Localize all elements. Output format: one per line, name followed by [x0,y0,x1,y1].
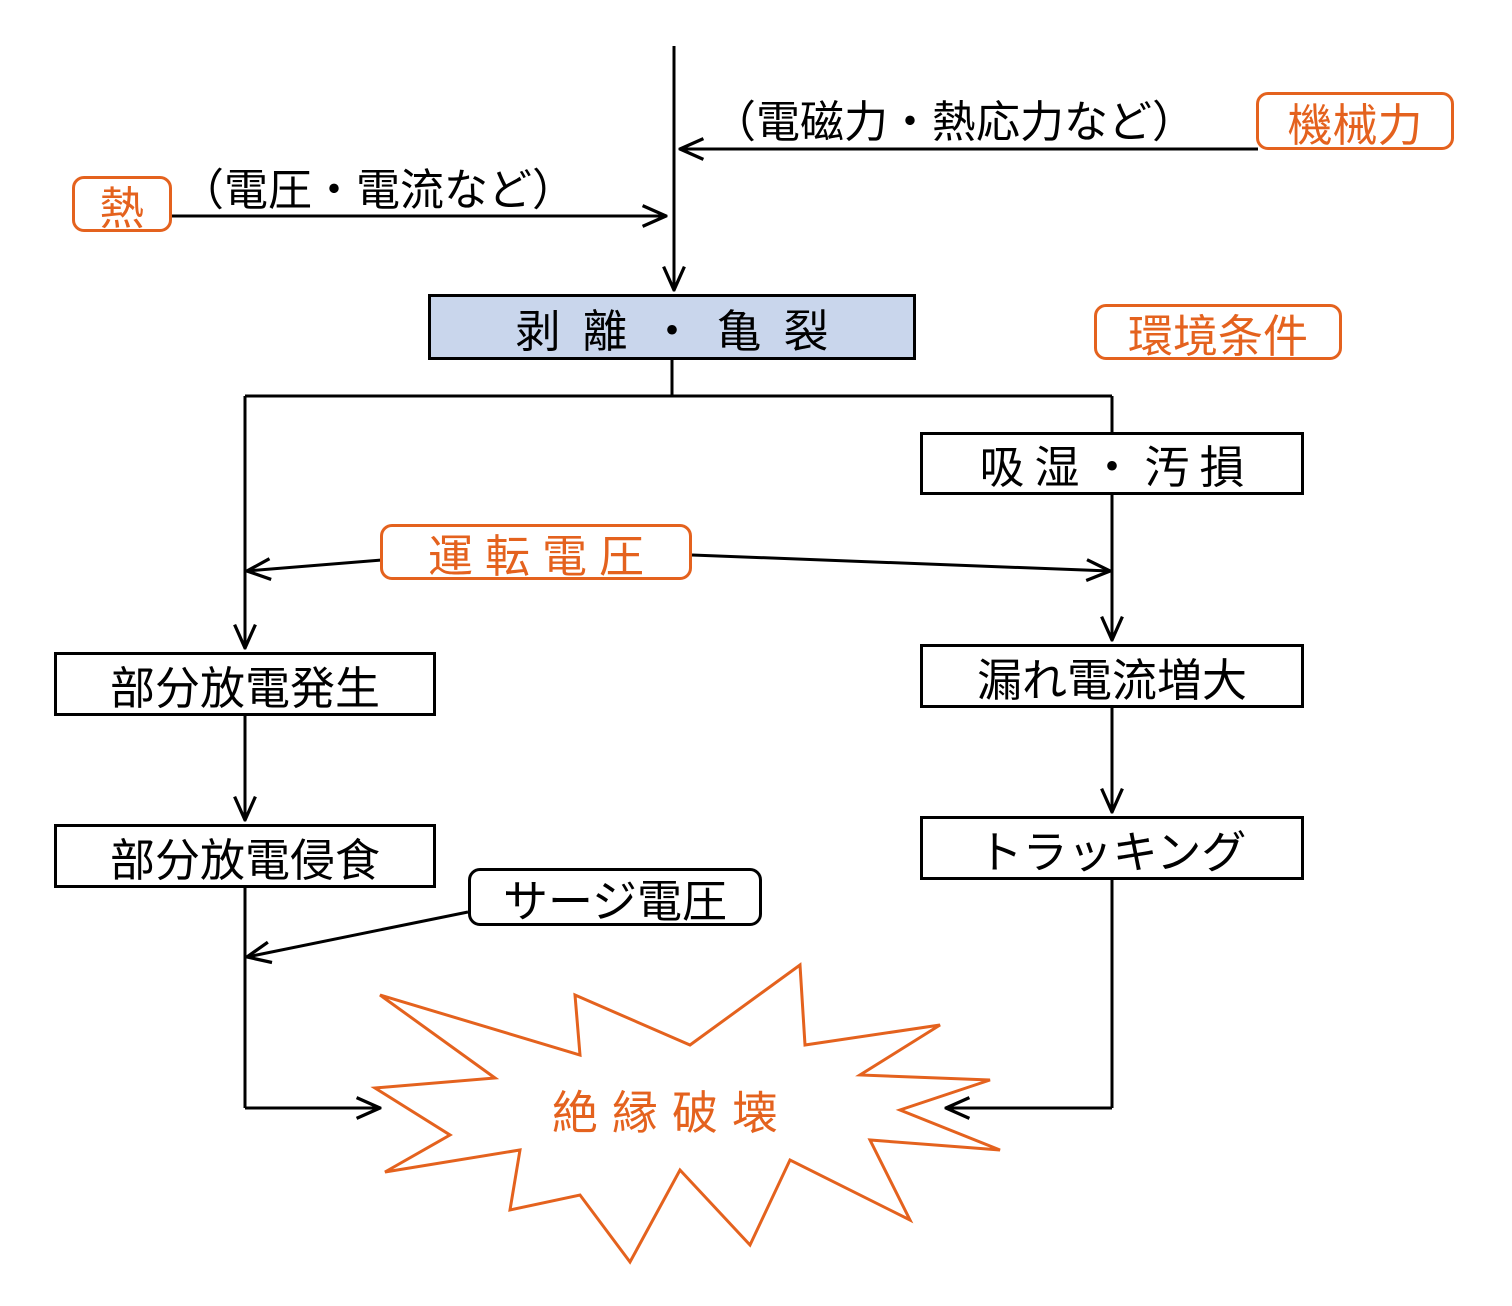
node-partial-discharge-occurrence: 部分放電発生 [54,652,436,716]
operating-voltage-tag: 運転電圧 [380,524,692,583]
node-insulation-breakdown: 絶縁破壊 [552,1086,792,1140]
environment-tag: 環境条件 [1094,304,1342,363]
node-leakage-current-increase: 漏れ電流増大 [920,644,1304,708]
node-tracking: トラッキング [920,816,1304,880]
heat-tag: 熱 [72,176,172,235]
operating-voltage-right-arrow [691,553,1110,571]
heat-note: （電圧・電流など） [180,165,576,216]
node-peeling-cracking: 剥離・亀裂 [428,294,916,360]
operating-voltage-left-arrow [247,560,383,571]
node-moisture-contamination: 吸湿・汚損 [920,432,1304,495]
surge-voltage-tag: サージ電圧 [468,868,762,928]
node-partial-discharge-erosion: 部分放電侵食 [54,824,436,888]
mechanical-force-tag: 機械力 [1256,92,1454,152]
breakdown-burst-shape [370,962,1001,1265]
mechanical-force-note: （電磁力・熱応力など） [712,97,1196,148]
surge-voltage-arrow [247,910,469,957]
